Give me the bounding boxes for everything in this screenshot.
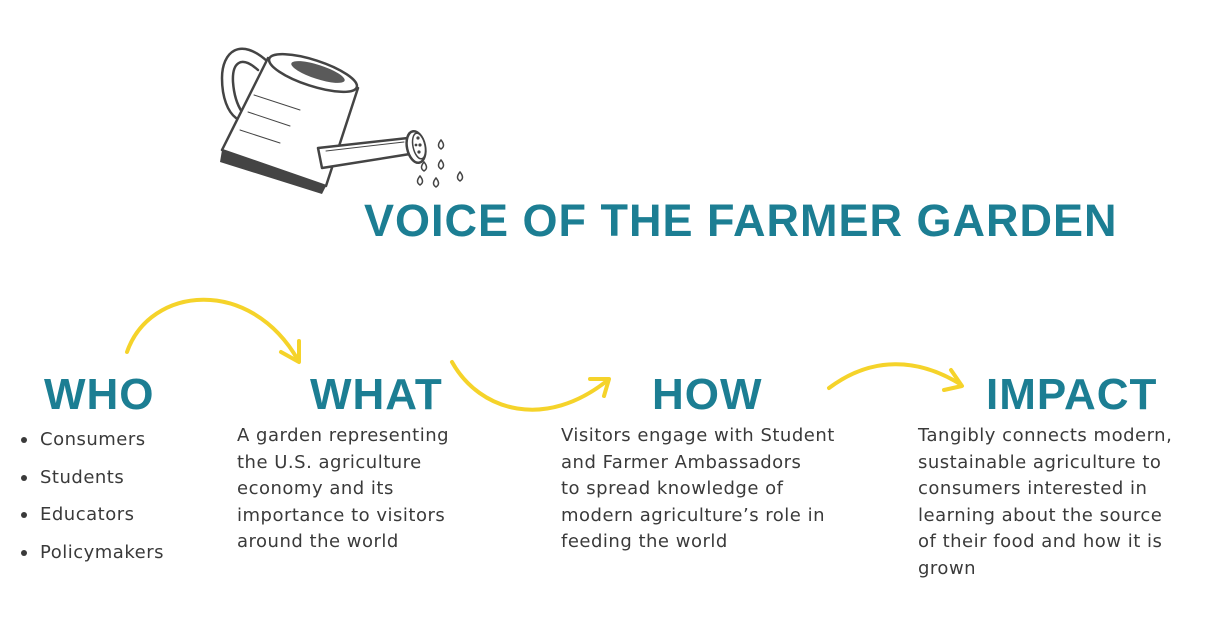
list-item: Consumers bbox=[20, 421, 164, 459]
who-list: Consumers Students Educators Policymaker… bbox=[20, 421, 164, 571]
page-title: VOICE OF THE FARMER GARDEN bbox=[364, 195, 1118, 246]
curved-arrow-icon bbox=[450, 360, 611, 412]
how-heading: HOW bbox=[652, 370, 763, 419]
impact-description: Tangibly connects modern, sustainable ag… bbox=[918, 425, 1173, 579]
curved-arrow-icon bbox=[827, 362, 964, 392]
who-heading: WHO bbox=[44, 370, 155, 419]
list-item: Policymakers bbox=[20, 534, 164, 572]
list-item: Students bbox=[20, 459, 164, 497]
how-description: Visitors engage with Student and Farmer … bbox=[561, 425, 835, 552]
impact-heading: IMPACT bbox=[986, 370, 1158, 419]
what-heading: WHAT bbox=[310, 370, 443, 419]
list-item: Educators bbox=[20, 496, 164, 534]
curved-arrow-icon bbox=[125, 297, 301, 364]
what-description: A garden representing the U.S. agricultu… bbox=[237, 425, 450, 552]
